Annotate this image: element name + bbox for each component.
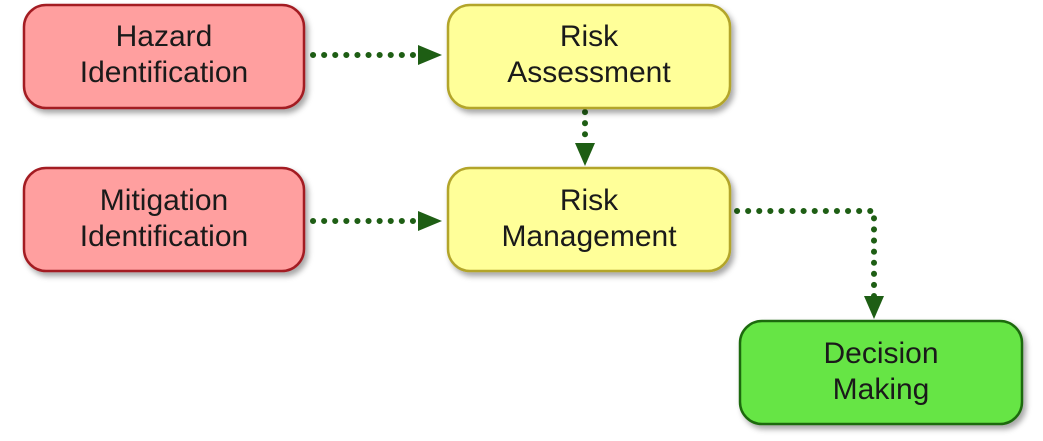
node-decision-making-box <box>738 319 1024 426</box>
node-hazard-identification-line2: Identification <box>80 56 248 89</box>
node-decision-making-line1: Decision <box>823 337 938 370</box>
node-risk-assessment-box <box>446 3 732 110</box>
node-risk-assessment: Risk Assessment <box>446 3 732 110</box>
node-mitigation-identification-box <box>22 166 306 273</box>
node-mitigation-identification: Mitigation Identification <box>22 166 306 273</box>
node-hazard-identification: Hazard Identification <box>22 3 306 110</box>
arrowhead-risk-management-to-decision <box>864 296 884 319</box>
node-decision-making-line2: Making <box>833 373 930 406</box>
node-risk-management-box <box>446 166 732 273</box>
arrowhead-mitigation-to-risk-management <box>418 211 442 231</box>
node-decision-making: Decision Making <box>738 319 1024 426</box>
node-mitigation-identification-line1: Mitigation <box>100 184 228 217</box>
node-hazard-identification-line1: Hazard <box>116 20 213 53</box>
edge-risk-management-to-decision <box>734 208 877 301</box>
node-risk-management-line2: Management <box>501 220 677 253</box>
arrowhead-risk-assessment-to-risk-management <box>575 143 595 166</box>
edges <box>310 45 884 319</box>
arrowhead-hazard-to-risk-assessment <box>418 45 442 65</box>
node-risk-assessment-line2: Assessment <box>507 56 671 89</box>
node-mitigation-identification-line2: Identification <box>80 220 248 253</box>
node-risk-management-line1: Risk <box>560 184 619 217</box>
node-risk-assessment-line1: Risk <box>560 20 619 53</box>
node-risk-management: Risk Management <box>446 166 732 273</box>
node-hazard-identification-box <box>22 3 306 110</box>
